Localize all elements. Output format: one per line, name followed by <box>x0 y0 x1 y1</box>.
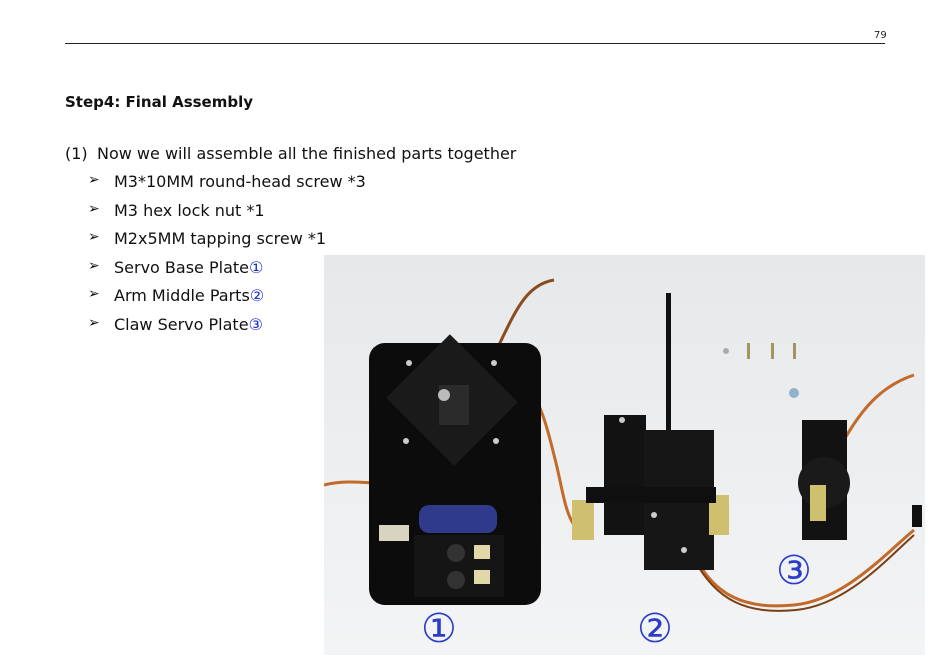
arm-middle-parts <box>572 293 729 570</box>
arrow-bullet-icon: ➢ <box>88 172 100 188</box>
part-text: M2x5MM tapping screw *1 <box>114 229 327 248</box>
parts-list: ➢ M3*10MM round-head screw *3 ➢ M3 hex loc… <box>88 172 366 343</box>
photo-label-3: ③ <box>776 548 812 594</box>
intro-number: (1) <box>65 144 88 163</box>
part-text: Claw Servo Plate <box>114 314 249 334</box>
list-item: ➢ M3 hex lock nut *1 <box>88 201 366 230</box>
page-number: 79 <box>874 30 887 41</box>
list-item: ➢ M3*10MM round-head screw *3 <box>88 172 366 201</box>
arrow-bullet-icon: ➢ <box>88 229 100 245</box>
assembly-illustration <box>324 255 925 655</box>
screws <box>723 343 799 398</box>
step-heading: Step4: Final Assembly <box>65 93 254 111</box>
part-marker: ③ <box>248 314 263 334</box>
part-text: M3 hex lock nut *1 <box>114 200 265 220</box>
photo-label-1: ① <box>421 606 457 652</box>
arrow-bullet-icon: ➢ <box>88 286 100 302</box>
arrow-bullet-icon: ➢ <box>88 314 100 331</box>
arrow-bullet-icon: ➢ <box>88 200 100 217</box>
intro-text: Now we will assemble all the finished pa… <box>97 144 517 163</box>
part-text: Arm Middle Parts <box>114 286 250 305</box>
photo-label-2: ② <box>637 606 673 652</box>
header-rule <box>65 43 885 44</box>
arrow-bullet-icon: ➢ <box>88 257 100 274</box>
part-text: Servo Base Plate <box>114 257 249 277</box>
servo-base-plate <box>369 334 541 605</box>
claw-servo-plate <box>798 420 922 540</box>
part-text: M3*10MM round-head screw *3 <box>114 172 366 191</box>
part-marker: ① <box>248 257 264 277</box>
assembly-photo: ① ② ③ <box>324 255 925 655</box>
intro-line: (1) Now we will assemble all the finished… <box>65 144 516 163</box>
list-item: ➢ M2x5MM tapping screw *1 <box>88 229 366 258</box>
part-marker: ② <box>249 286 265 305</box>
